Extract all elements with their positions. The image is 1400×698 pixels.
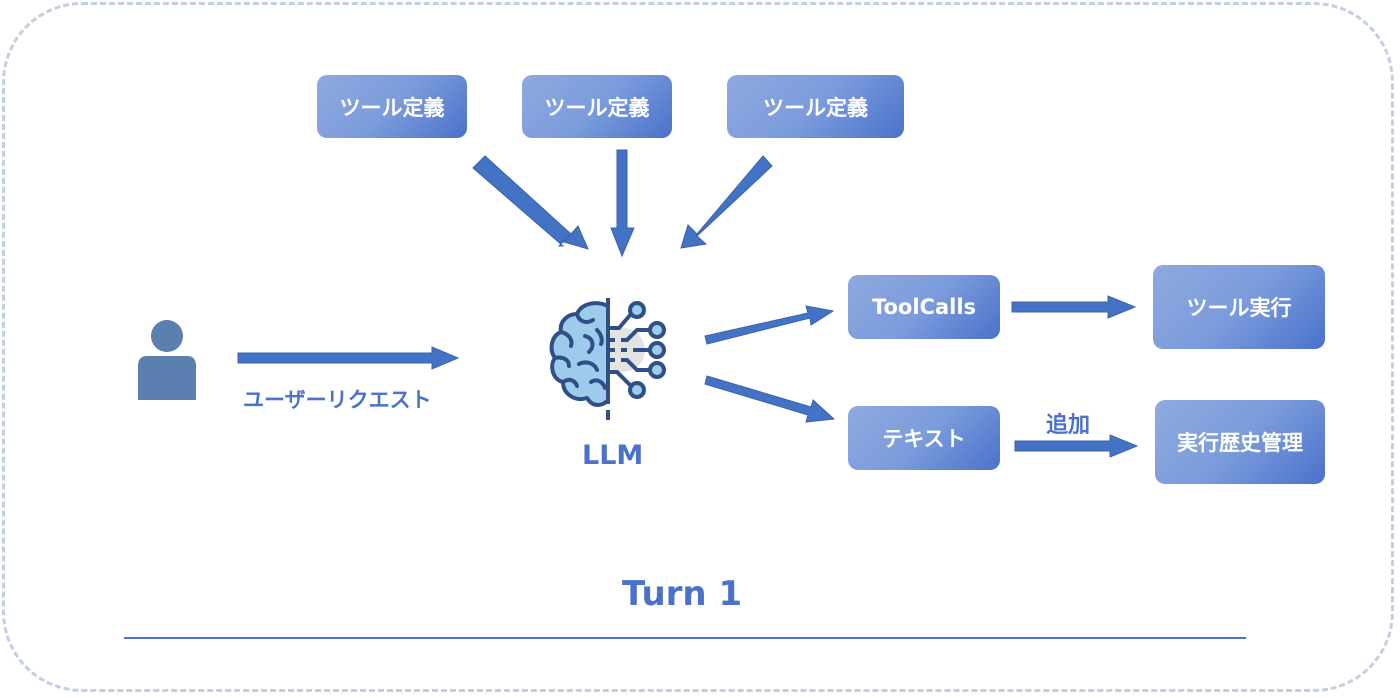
arrow-text-to-history: [1014, 434, 1139, 458]
arrow-tooldef3-to-llm: [680, 155, 773, 249]
llm-label: LLM: [582, 440, 644, 471]
turn-divider: [124, 637, 1246, 639]
toolcalls-box[interactable]: ToolCalls: [848, 275, 1000, 339]
arrow-user-to-llm: [237, 346, 460, 370]
tool-definition-box-2[interactable]: ツール定義: [522, 75, 672, 138]
text-box[interactable]: テキスト: [848, 406, 1000, 470]
user-request-label: ユーザーリクエスト: [243, 388, 432, 412]
turn-title: Turn 1: [622, 574, 743, 614]
arrow-tooldef1-to-llm: [472, 155, 589, 250]
tool-execution-box[interactable]: ツール実行: [1153, 265, 1325, 349]
arrow-llm-to-toolcalls: [704, 305, 835, 345]
arrow-tooldef2-to-llm: [610, 149, 635, 258]
tool-definition-box-1[interactable]: ツール定義: [317, 75, 467, 138]
arrow-toolcalls-to-execution: [1011, 295, 1137, 319]
brain-circuit-icon: [549, 298, 666, 420]
tool-definition-box-3[interactable]: ツール定義: [727, 75, 904, 138]
user-icon: [138, 320, 196, 400]
append-label: 追加: [1046, 413, 1091, 438]
history-management-box[interactable]: 実行歴史管理: [1155, 400, 1325, 484]
arrow-llm-to-text: [704, 375, 836, 423]
